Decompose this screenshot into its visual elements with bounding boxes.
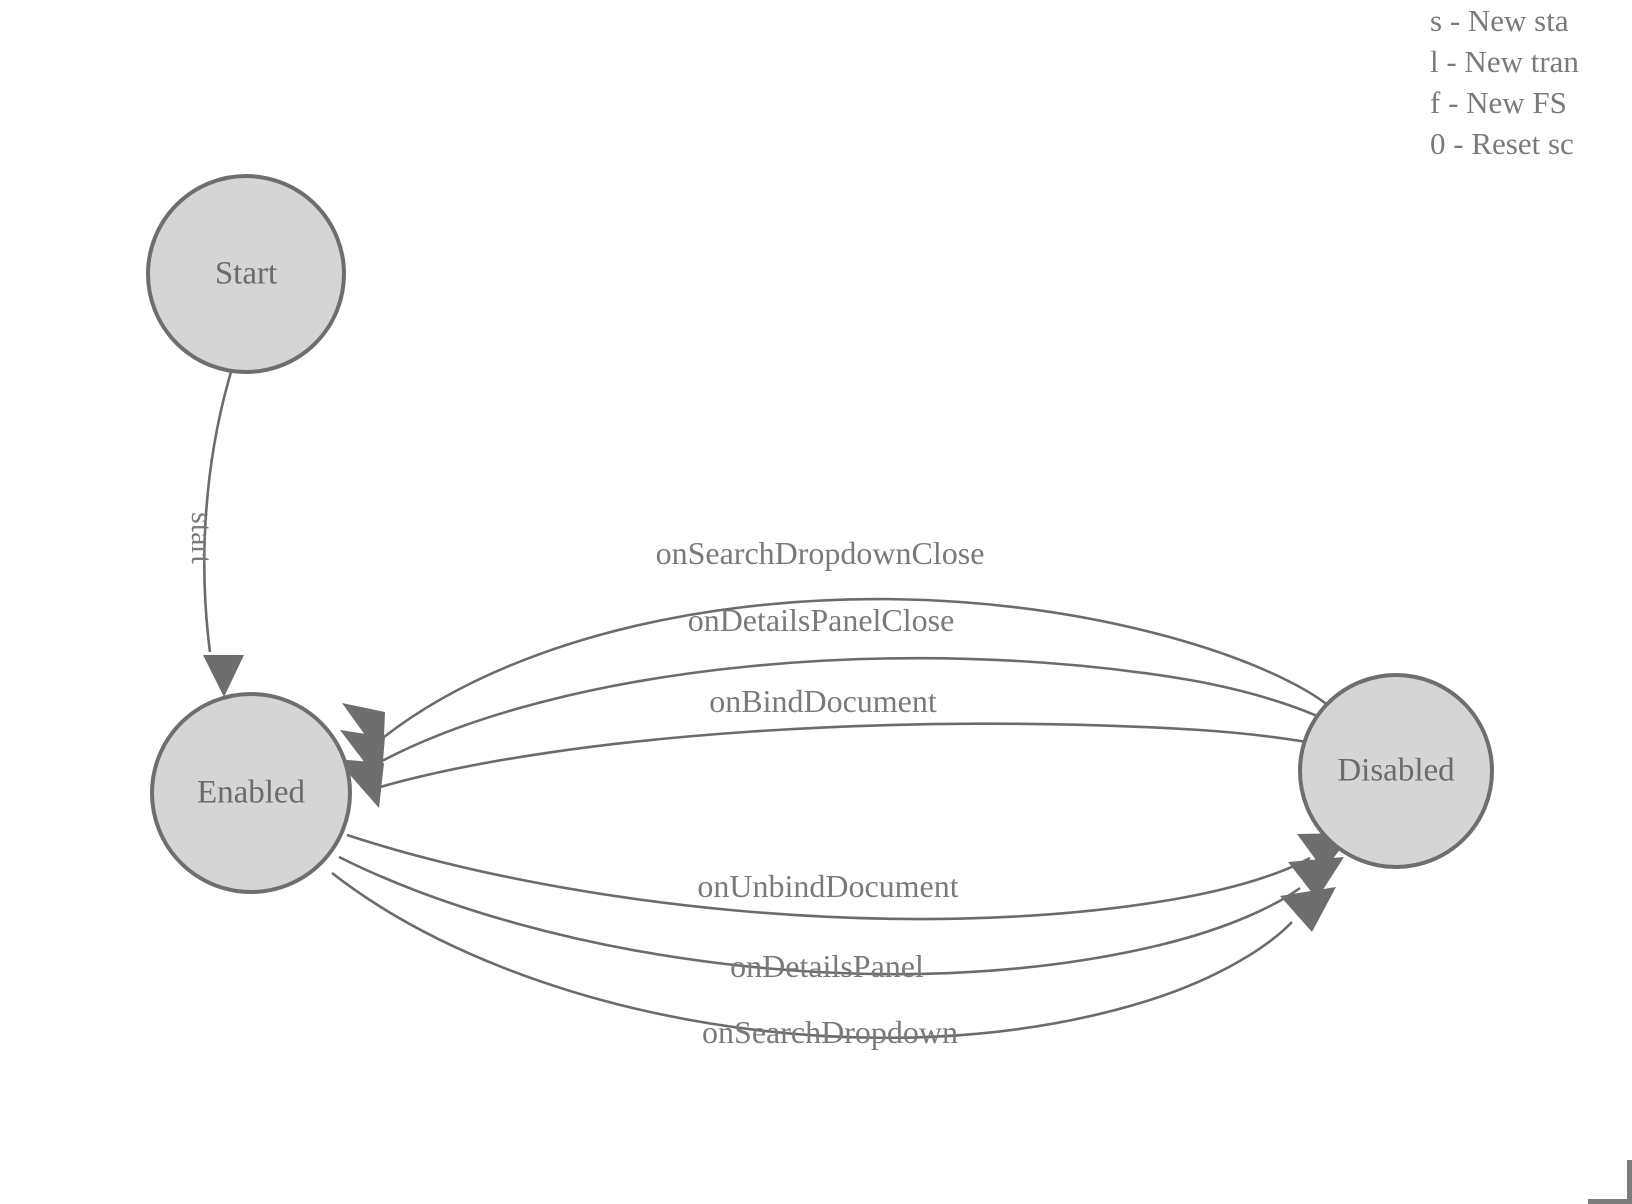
transition-path bbox=[331, 871, 1293, 1040]
transition-start[interactable] bbox=[203, 371, 244, 697]
transition-label-start: start bbox=[185, 512, 218, 564]
transition-path bbox=[383, 597, 1331, 739]
transition-label-onUnbindDocument: onUnbindDocument bbox=[697, 868, 958, 904]
help-line-new-state: s - New sta bbox=[1430, 3, 1569, 38]
transition-onSearchDropdown[interactable] bbox=[331, 871, 1336, 1040]
state-label: Enabled bbox=[197, 775, 306, 811]
state-circle bbox=[1298, 673, 1494, 869]
arrowhead-icon bbox=[1280, 887, 1336, 932]
transition-path bbox=[203, 371, 233, 653]
state-circle bbox=[146, 174, 346, 374]
transition-label-onSearchDropdownClose: onSearchDropdownClose bbox=[656, 535, 985, 571]
transition-path bbox=[346, 833, 1311, 921]
transition-path bbox=[379, 722, 1357, 789]
state-label: Disabled bbox=[1337, 753, 1455, 789]
transition-onBindDocument[interactable] bbox=[336, 722, 1357, 808]
transition-path bbox=[338, 855, 1301, 976]
transition-onDetailsPanel[interactable] bbox=[338, 855, 1344, 976]
transition-path bbox=[381, 656, 1346, 763]
help-line-new-transition: l - New tran bbox=[1430, 44, 1579, 79]
transition-label-onDetailsPanelClose: onDetailsPanelClose bbox=[688, 602, 955, 638]
state-node-disabled[interactable]: Disabled bbox=[1298, 673, 1494, 869]
arrowhead-icon bbox=[1288, 857, 1344, 899]
transition-label-onDetailsPanel: onDetailsPanel bbox=[730, 948, 924, 984]
transition-label-onBindDocument: onBindDocument bbox=[709, 683, 937, 719]
state-label: Start bbox=[215, 256, 277, 292]
canvas-corner-handle[interactable] bbox=[1588, 1160, 1632, 1204]
state-node-start[interactable]: Start bbox=[146, 174, 346, 374]
state-node-enabled[interactable]: Enabled bbox=[150, 692, 352, 894]
help-line-reset: 0 - Reset sc bbox=[1430, 126, 1574, 161]
shortcut-help-panel: s - New sta l - New tran f - New FS 0 - … bbox=[1430, 0, 1632, 164]
arrowhead-icon bbox=[203, 655, 244, 697]
transition-onDetailsPanelClose[interactable] bbox=[340, 656, 1346, 784]
help-line-new-fsm: f - New FS bbox=[1430, 85, 1567, 120]
state-circle bbox=[150, 692, 352, 894]
transition-label-onSearchDropdown: onSearchDropdown bbox=[702, 1014, 958, 1050]
